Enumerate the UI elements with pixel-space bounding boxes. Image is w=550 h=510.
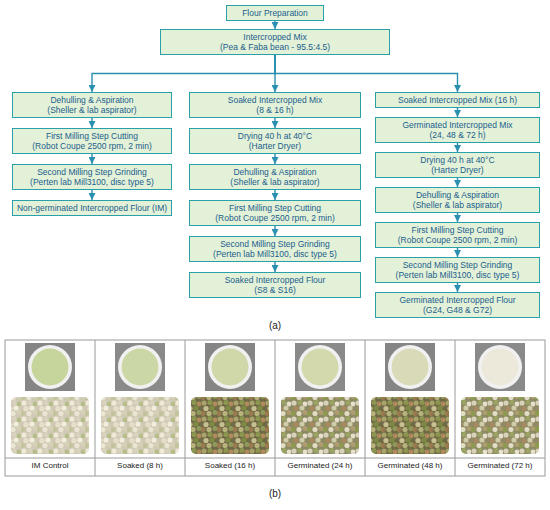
flow-arrow	[457, 213, 458, 222]
box-text: (Robot Coupe 2500 rpm, 2 min)	[16, 141, 168, 151]
box-text: Second Milling Step Grinding	[16, 167, 168, 177]
process-box: Soaked Intercropped Flour(S8 & S16)	[189, 272, 361, 298]
box-text: (Sheller & lab aspirator)	[379, 200, 536, 210]
box-text: (S8 & S16)	[193, 285, 357, 295]
photo-caption: Soaked (16 h)	[185, 461, 275, 470]
flow-arrow	[274, 226, 275, 236]
box-text: Second Milling Step Grinding	[193, 239, 357, 249]
box-text: (Sheller & lab aspirator)	[193, 177, 357, 187]
process-box: Non-germinated Intercropped Flour (IM)	[12, 200, 172, 216]
flow-arrow	[274, 262, 275, 272]
box-text: Drying 40 h at 40°C	[193, 131, 357, 141]
flow-arrow	[457, 108, 458, 117]
box-text: Non-germinated Intercropped Flour (IM)	[16, 203, 168, 213]
panel-label: (a)	[245, 320, 305, 331]
process-box: Dehulling & Aspiration(Sheller & lab asp…	[12, 92, 172, 118]
box-text: (Harter Dryer)	[379, 165, 536, 175]
flow-arrow	[457, 248, 458, 257]
header-box: Flour Preparation	[226, 5, 324, 21]
box-text: Flour Preparation	[230, 8, 320, 18]
box-text: Soaked Intercropped Mix (16 h)	[379, 95, 536, 105]
process-box: First Milling Step Cutting(Robot Coupe 2…	[375, 222, 540, 248]
box-text: (Harter Dryer)	[193, 141, 357, 151]
photo-caption: IM Control	[5, 461, 95, 470]
process-box: Germinated Intercropped Mix(24, 48 & 72 …	[375, 117, 540, 143]
process-box: First Milling Step Cutting(Robot Coupe 2…	[189, 200, 361, 226]
box-text: First Milling Step Cutting	[193, 203, 357, 213]
flow-arrow	[274, 190, 275, 200]
photo-caption: Soaked (8 h)	[95, 461, 185, 470]
box-text: (Sheller & lab aspirator)	[16, 105, 168, 115]
flow-arrow	[92, 55, 275, 92]
box-text: Germinated Intercropped Mix	[379, 120, 536, 130]
flow-arrow	[457, 178, 458, 187]
box-text: Intercropped Mix	[164, 32, 386, 42]
photo-caption: Germinated (48 h)	[365, 461, 455, 470]
process-box: Soaked Intercropped Mix (16 h)	[375, 92, 540, 108]
process-box: Second Milling Step Grinding(Perten lab …	[189, 236, 361, 262]
box-text: (Perten lab Mill3100, disc type 5)	[379, 270, 536, 280]
process-box: Soaked Intercropped Mix(8 & 16 h)	[189, 92, 361, 118]
process-box: Second Milling Step Grinding(Perten lab …	[12, 164, 172, 190]
box-text: Dehulling & Aspiration	[379, 190, 536, 200]
flow-arrow	[457, 143, 458, 152]
box-text: (Robot Coupe 2500 rpm, 2 min)	[379, 235, 536, 245]
box-text: (Perten lab Mill3100, disc type 5)	[16, 177, 168, 187]
process-box: First Milling Step Cutting(Robot Coupe 2…	[12, 128, 172, 154]
flow-arrow	[274, 118, 275, 128]
flow-arrow	[457, 283, 458, 292]
box-text: Dehulling & Aspiration	[193, 167, 357, 177]
panel-label: (b)	[245, 488, 305, 499]
box-text: First Milling Step Cutting	[379, 225, 536, 235]
flow-arrow	[91, 190, 92, 200]
box-text: (Pea & Faba bean - 95.5:4.5)	[164, 42, 386, 52]
box-text: (8 & 16 h)	[193, 105, 357, 115]
box-text: (Perten lab Mill3100, disc type 5)	[193, 249, 357, 259]
box-text: First Milling Step Cutting	[16, 131, 168, 141]
process-box: Dehulling & Aspiration(Sheller & lab asp…	[375, 187, 540, 213]
box-text: Germinated Intercropped Flour	[379, 295, 536, 305]
process-box: Drying 40 h at 40°C(Harter Dryer)	[189, 128, 361, 154]
photo-caption: Germinated (72 h)	[455, 461, 545, 470]
box-text: Soaked Intercropped Flour	[193, 275, 357, 285]
process-box: Dehulling & Aspiration(Sheller & lab asp…	[189, 164, 361, 190]
flow-arrow	[275, 55, 458, 92]
process-box: Drying 40 h at 40°C(Harter Dryer)	[375, 152, 540, 178]
box-text: (Robot Coupe 2500 rpm, 2 min)	[193, 213, 357, 223]
box-text: Dehulling & Aspiration	[16, 95, 168, 105]
flow-arrow	[91, 118, 92, 128]
process-box: Germinated Intercropped Flour(G24, G48 &…	[375, 292, 540, 318]
box-text: Drying 40 h at 40°C	[379, 155, 536, 165]
flow-arrow	[274, 21, 275, 29]
flow-arrow	[274, 154, 275, 164]
flow-arrow	[91, 154, 92, 164]
box-text: Soaked Intercropped Mix	[193, 95, 357, 105]
box-text: (24, 48 & 72 h)	[379, 130, 536, 140]
box-text: (G24, G48 & G72)	[379, 305, 536, 315]
header-box: Intercropped Mix(Pea & Faba bean - 95.5:…	[160, 29, 390, 55]
process-box: Second Milling Step Grinding(Perten lab …	[375, 257, 540, 283]
box-text: Second Milling Step Grinding	[379, 260, 536, 270]
photo-caption: Germinated (24 h)	[275, 461, 365, 470]
